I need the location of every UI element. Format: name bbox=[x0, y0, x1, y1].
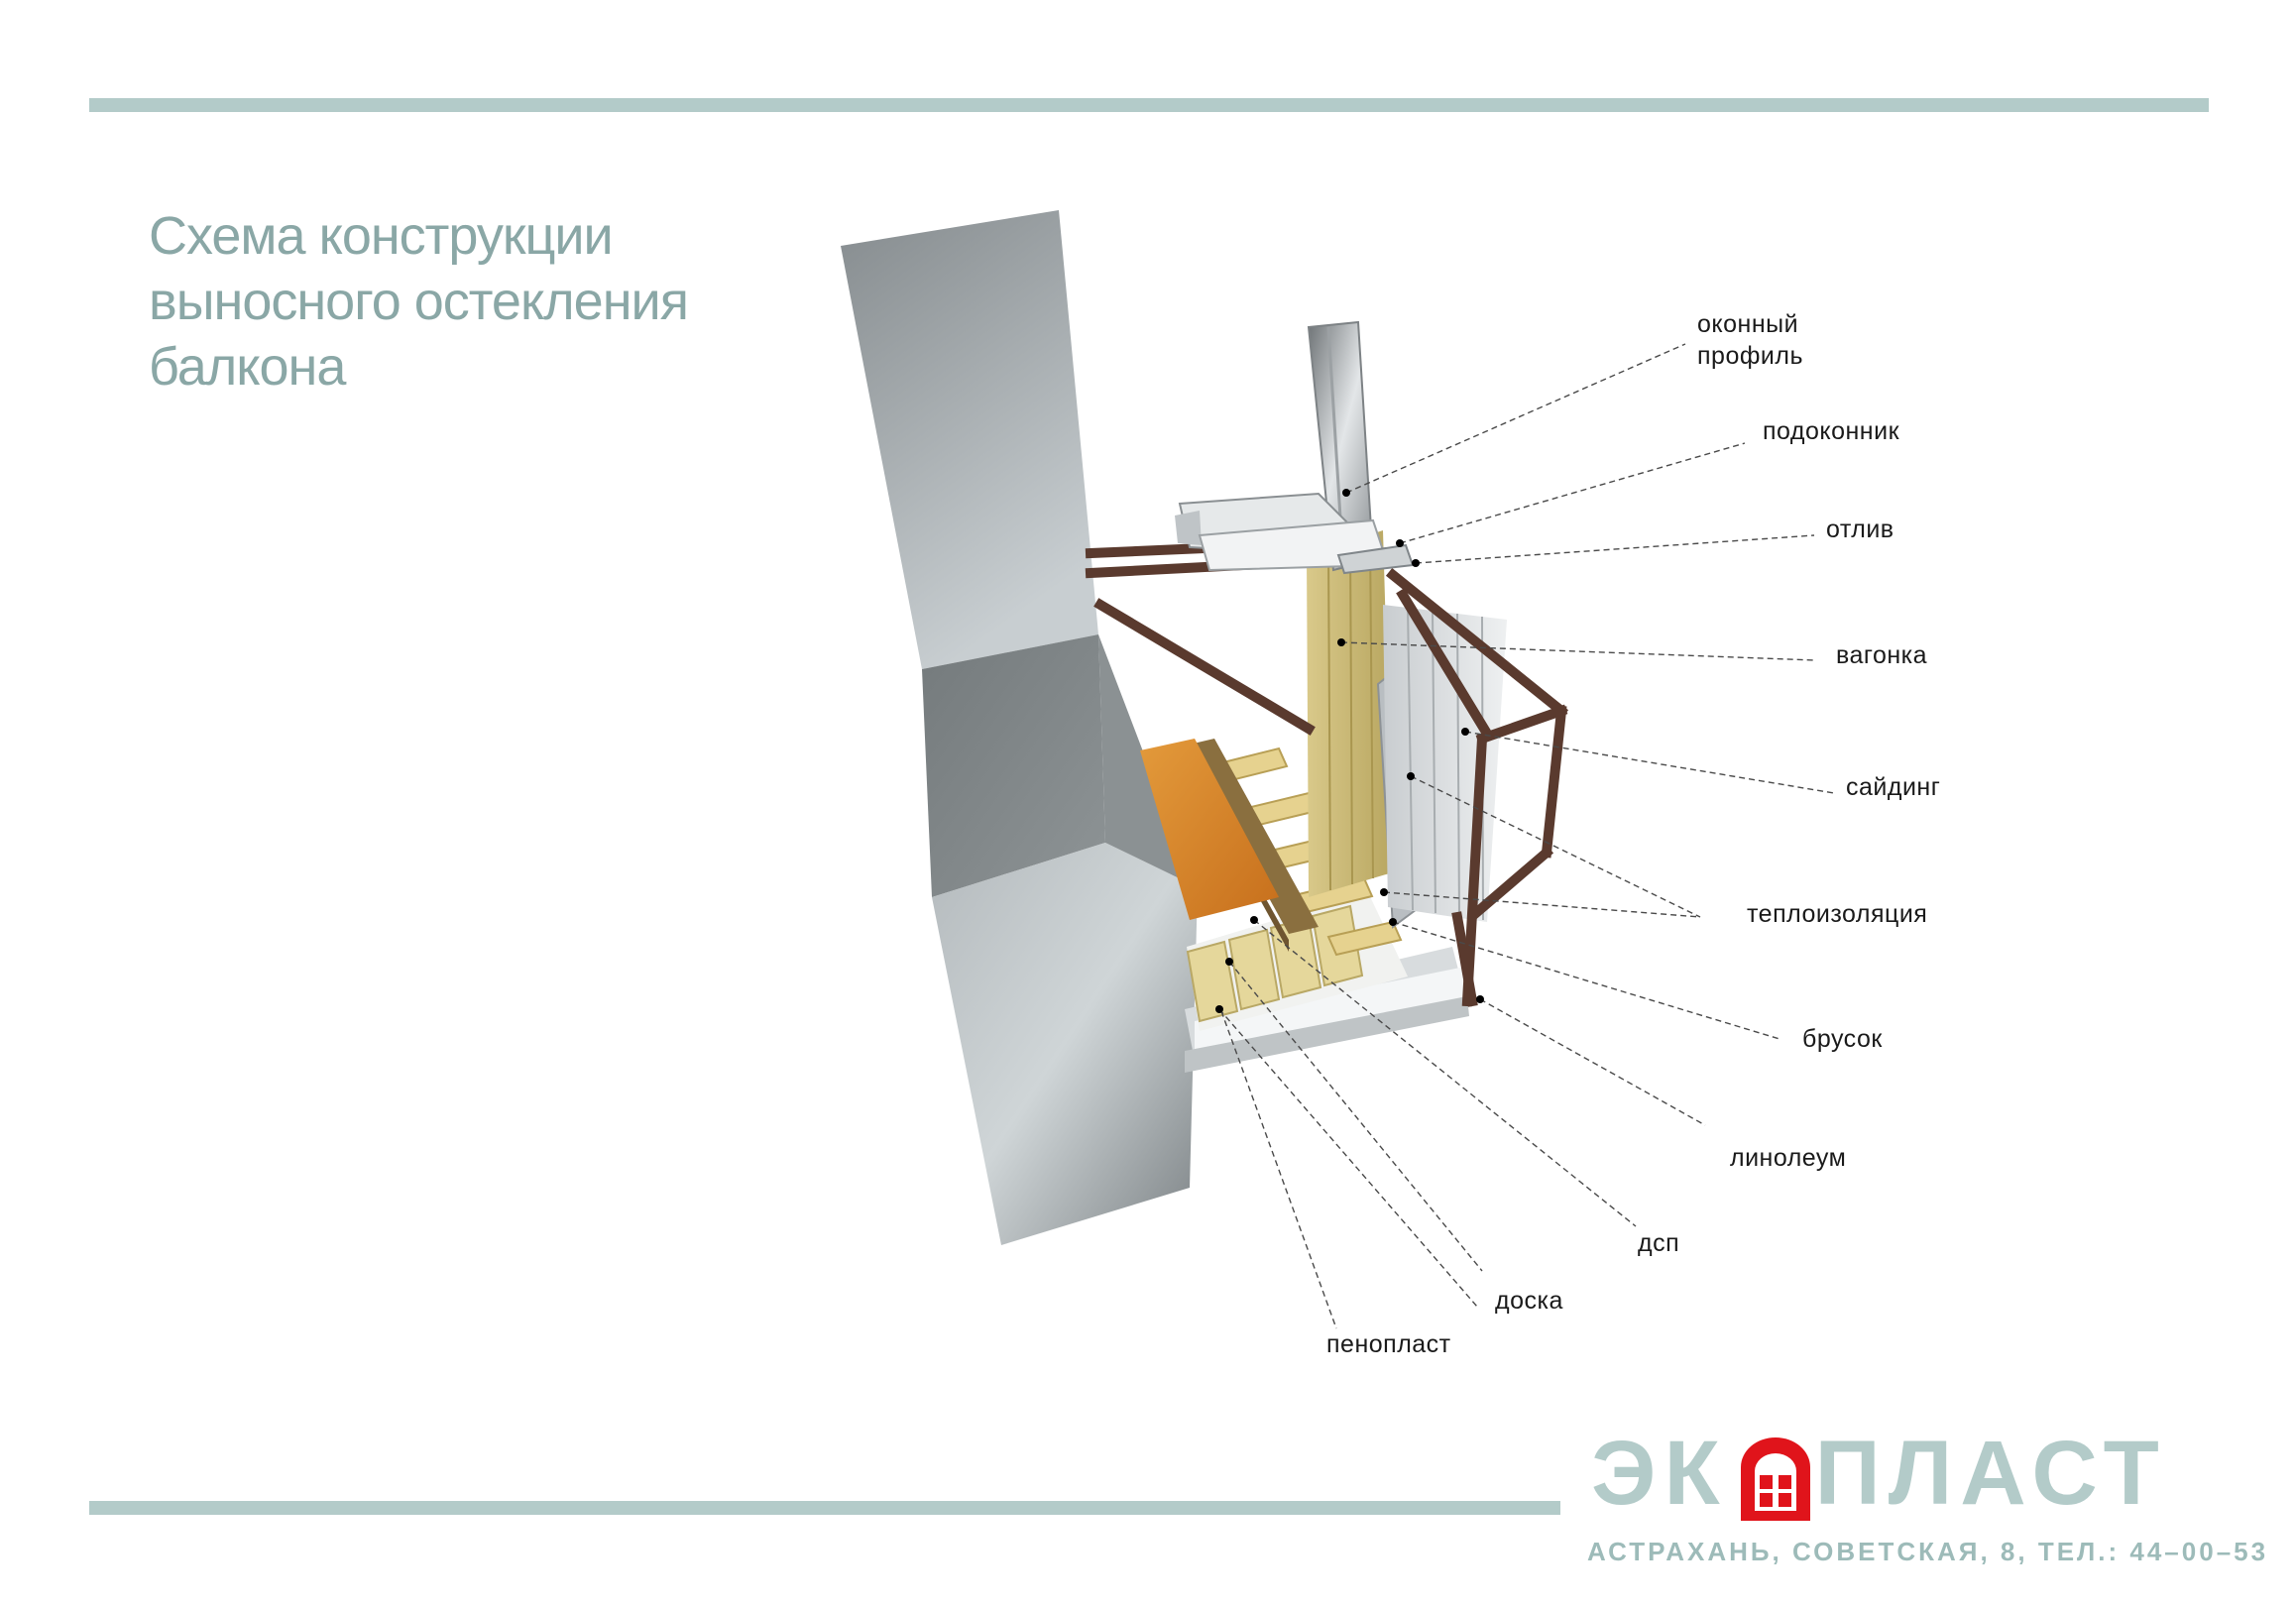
label-drip: отлив bbox=[1826, 516, 1894, 543]
label-sill: подоконник bbox=[1763, 417, 1900, 445]
label-insulation: теплоизоляция bbox=[1747, 900, 1928, 928]
leader-dots bbox=[1215, 489, 1484, 1013]
label-window-profile: оконный профиль bbox=[1697, 308, 1803, 372]
logo-text-right: ПЛАСТ bbox=[1814, 1423, 2167, 1524]
building-wall bbox=[841, 210, 1198, 1245]
window-logo-icon bbox=[1741, 1437, 1810, 1521]
page-title: Схема конструкции выносного остекления б… bbox=[149, 203, 843, 400]
title-line-2: выносного остекления bbox=[149, 272, 689, 331]
label-foam: пенопласт bbox=[1326, 1330, 1451, 1358]
top-divider bbox=[89, 98, 2209, 112]
leader-lines bbox=[1218, 343, 1835, 1329]
wall-lining bbox=[1307, 530, 1393, 897]
label-lining: вагонка bbox=[1836, 641, 1928, 669]
title-line-1: Схема конструкции bbox=[149, 206, 614, 266]
label-siding: сайдинг bbox=[1846, 773, 1941, 801]
bottom-divider bbox=[89, 1501, 1560, 1515]
label-chipboard: дсп bbox=[1638, 1229, 1680, 1257]
label-window-profile-line1: оконный bbox=[1697, 310, 1799, 338]
label-bar: брусок bbox=[1802, 1025, 1883, 1053]
label-linoleum: линолеум bbox=[1730, 1144, 1847, 1172]
linoleum-layer bbox=[1140, 739, 1279, 920]
logo-text-left: ЭК bbox=[1591, 1423, 1728, 1524]
company-address: АСТРАХАНЬ, СОВЕТСКАЯ, 8, ТЕЛ.: 44–00–53 bbox=[1587, 1537, 2269, 1566]
label-board: доска bbox=[1495, 1287, 1563, 1315]
label-window-profile-line2: профиль bbox=[1697, 342, 1803, 370]
title-line-3: балкона bbox=[149, 337, 346, 397]
